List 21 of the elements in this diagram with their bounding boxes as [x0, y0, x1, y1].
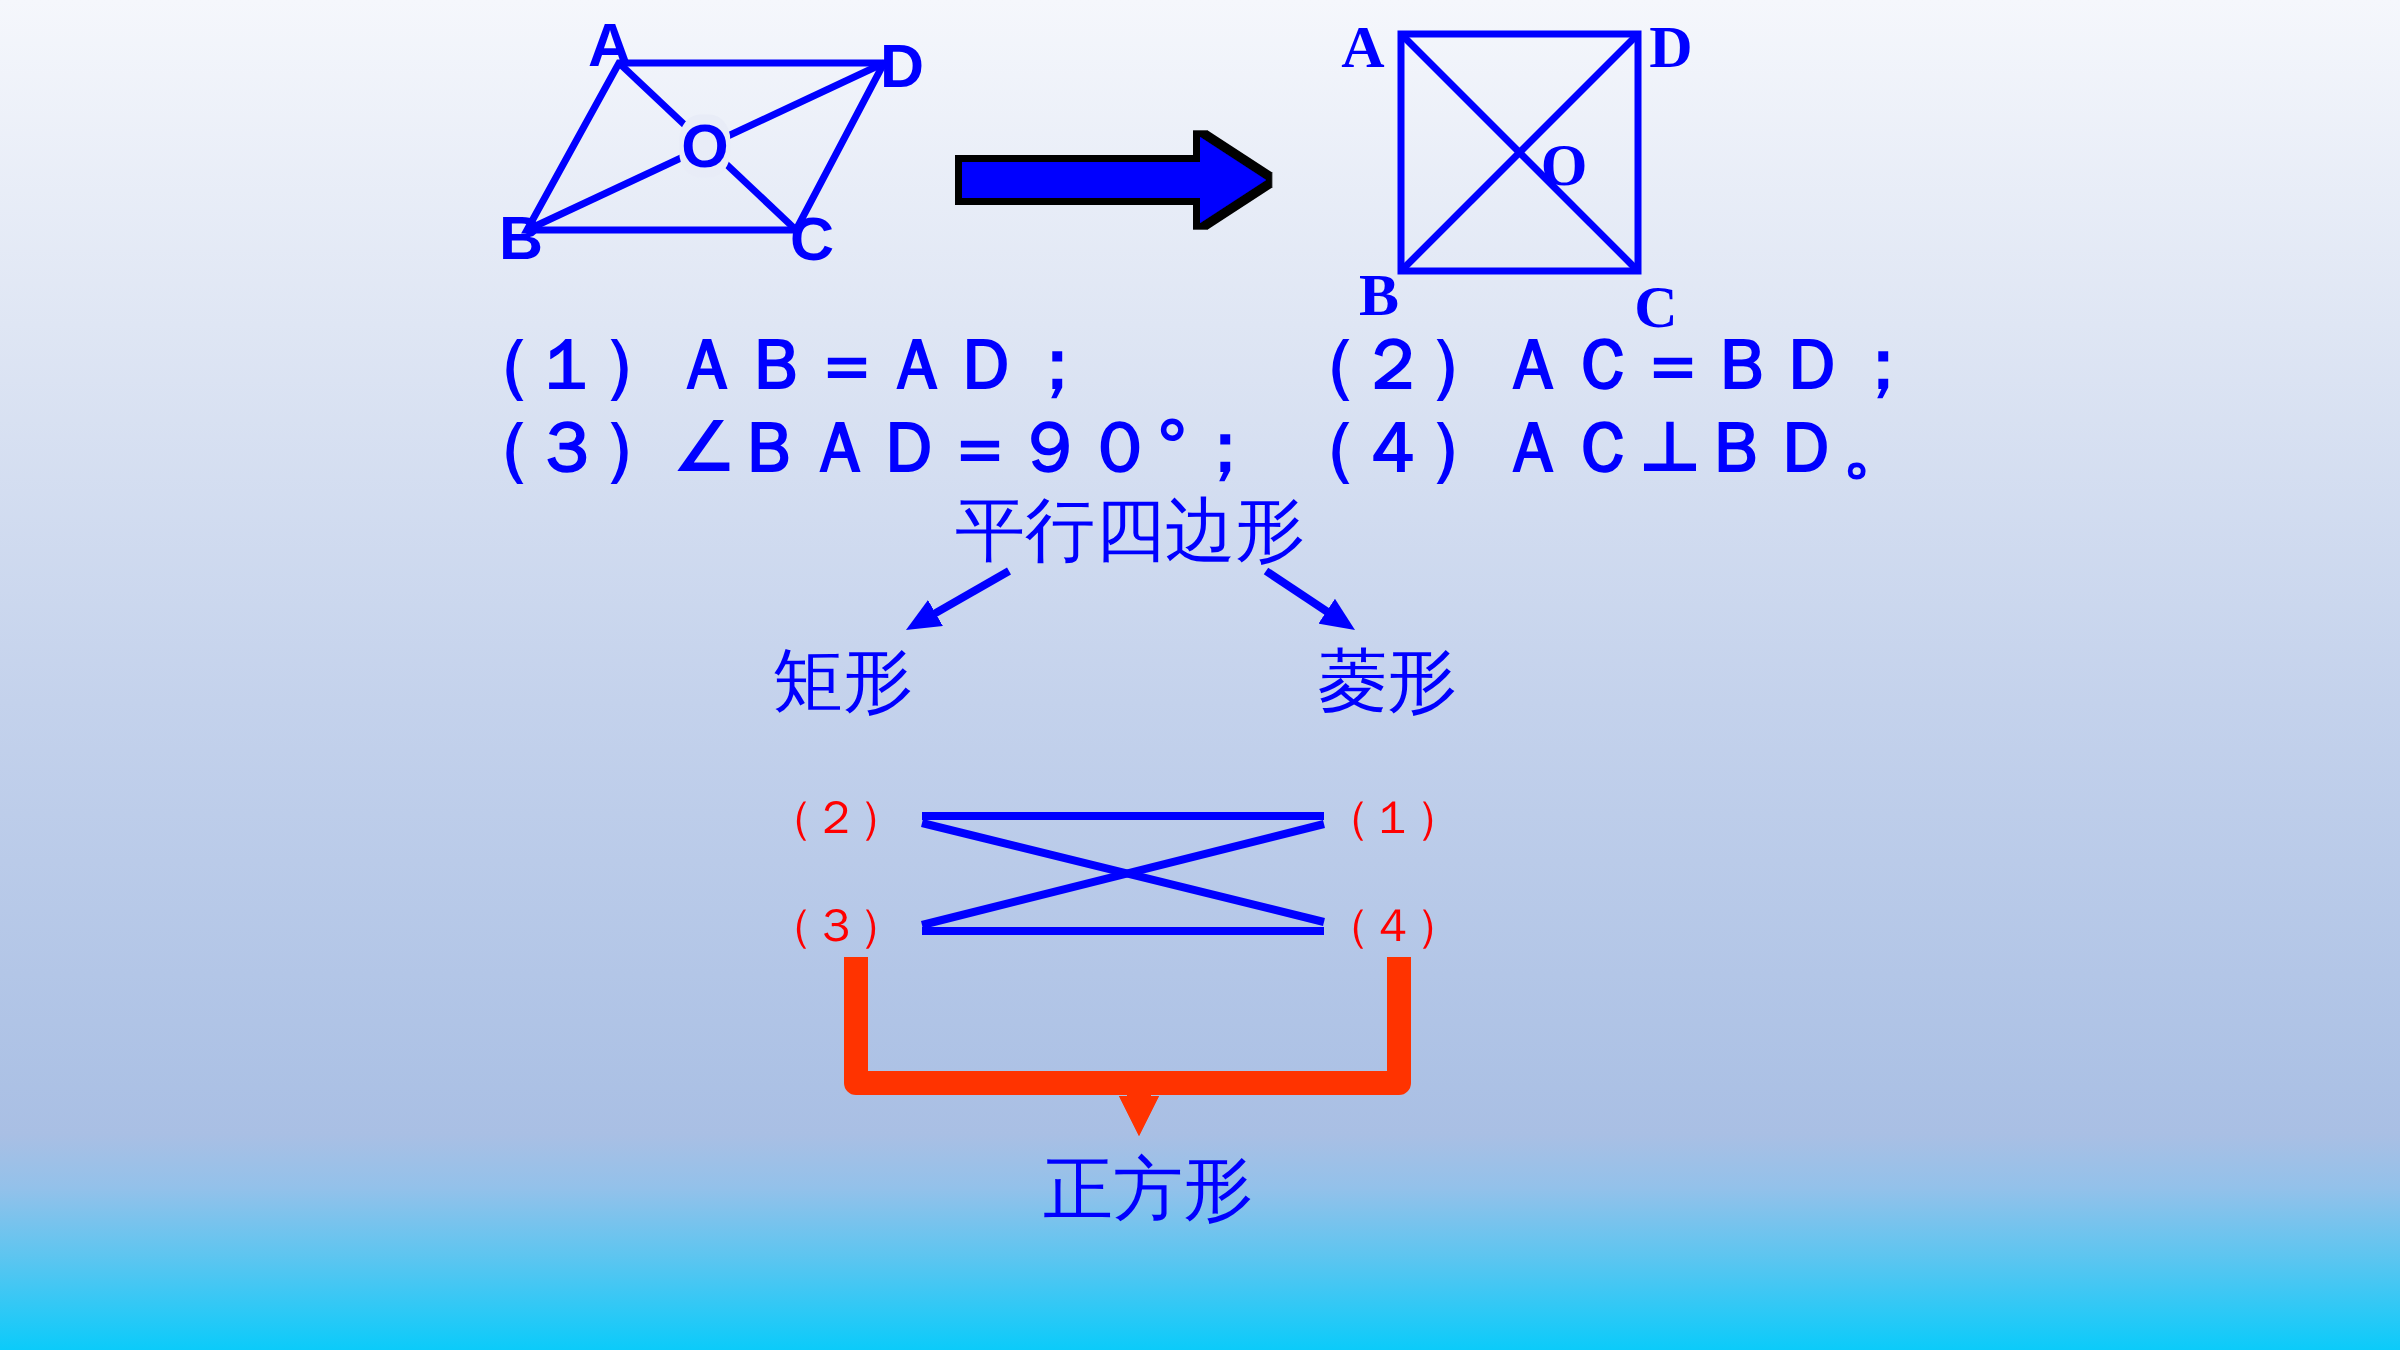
term-text: 菱形: [1317, 630, 1457, 716]
arrow: [1263, 567, 1355, 631]
condition-number: （３）: [767, 902, 922, 957]
term-text: 平行四边形: [955, 495, 1305, 571]
condition-number: （４）: [1324, 902, 1470, 957]
block-arrow: [962, 137, 1266, 223]
bracket-arrow: [1119, 957, 1411, 1136]
point-label: O: [1540, 135, 1588, 195]
connector-line: [922, 812, 1324, 820]
point-label: B: [1359, 265, 1399, 325]
point-label: D: [879, 35, 925, 97]
term-text: 矩形: [773, 630, 913, 716]
condition-text: （３）∠ＢＡＤ＝９０°；: [462, 411, 1260, 483]
condition-number: （１）: [1324, 793, 1470, 840]
condition-text: （１）ＡＢ＝ＡＤ；: [462, 328, 1092, 400]
point-label: D: [1649, 17, 1693, 77]
point-label: A: [1341, 17, 1385, 77]
condition-text: （４）ＡＣ⊥ＢＤ。: [1288, 411, 1912, 483]
term-text: 正方形: [1043, 1136, 1253, 1224]
condition-number: （２）: [767, 793, 922, 840]
arrow: [905, 567, 1011, 630]
